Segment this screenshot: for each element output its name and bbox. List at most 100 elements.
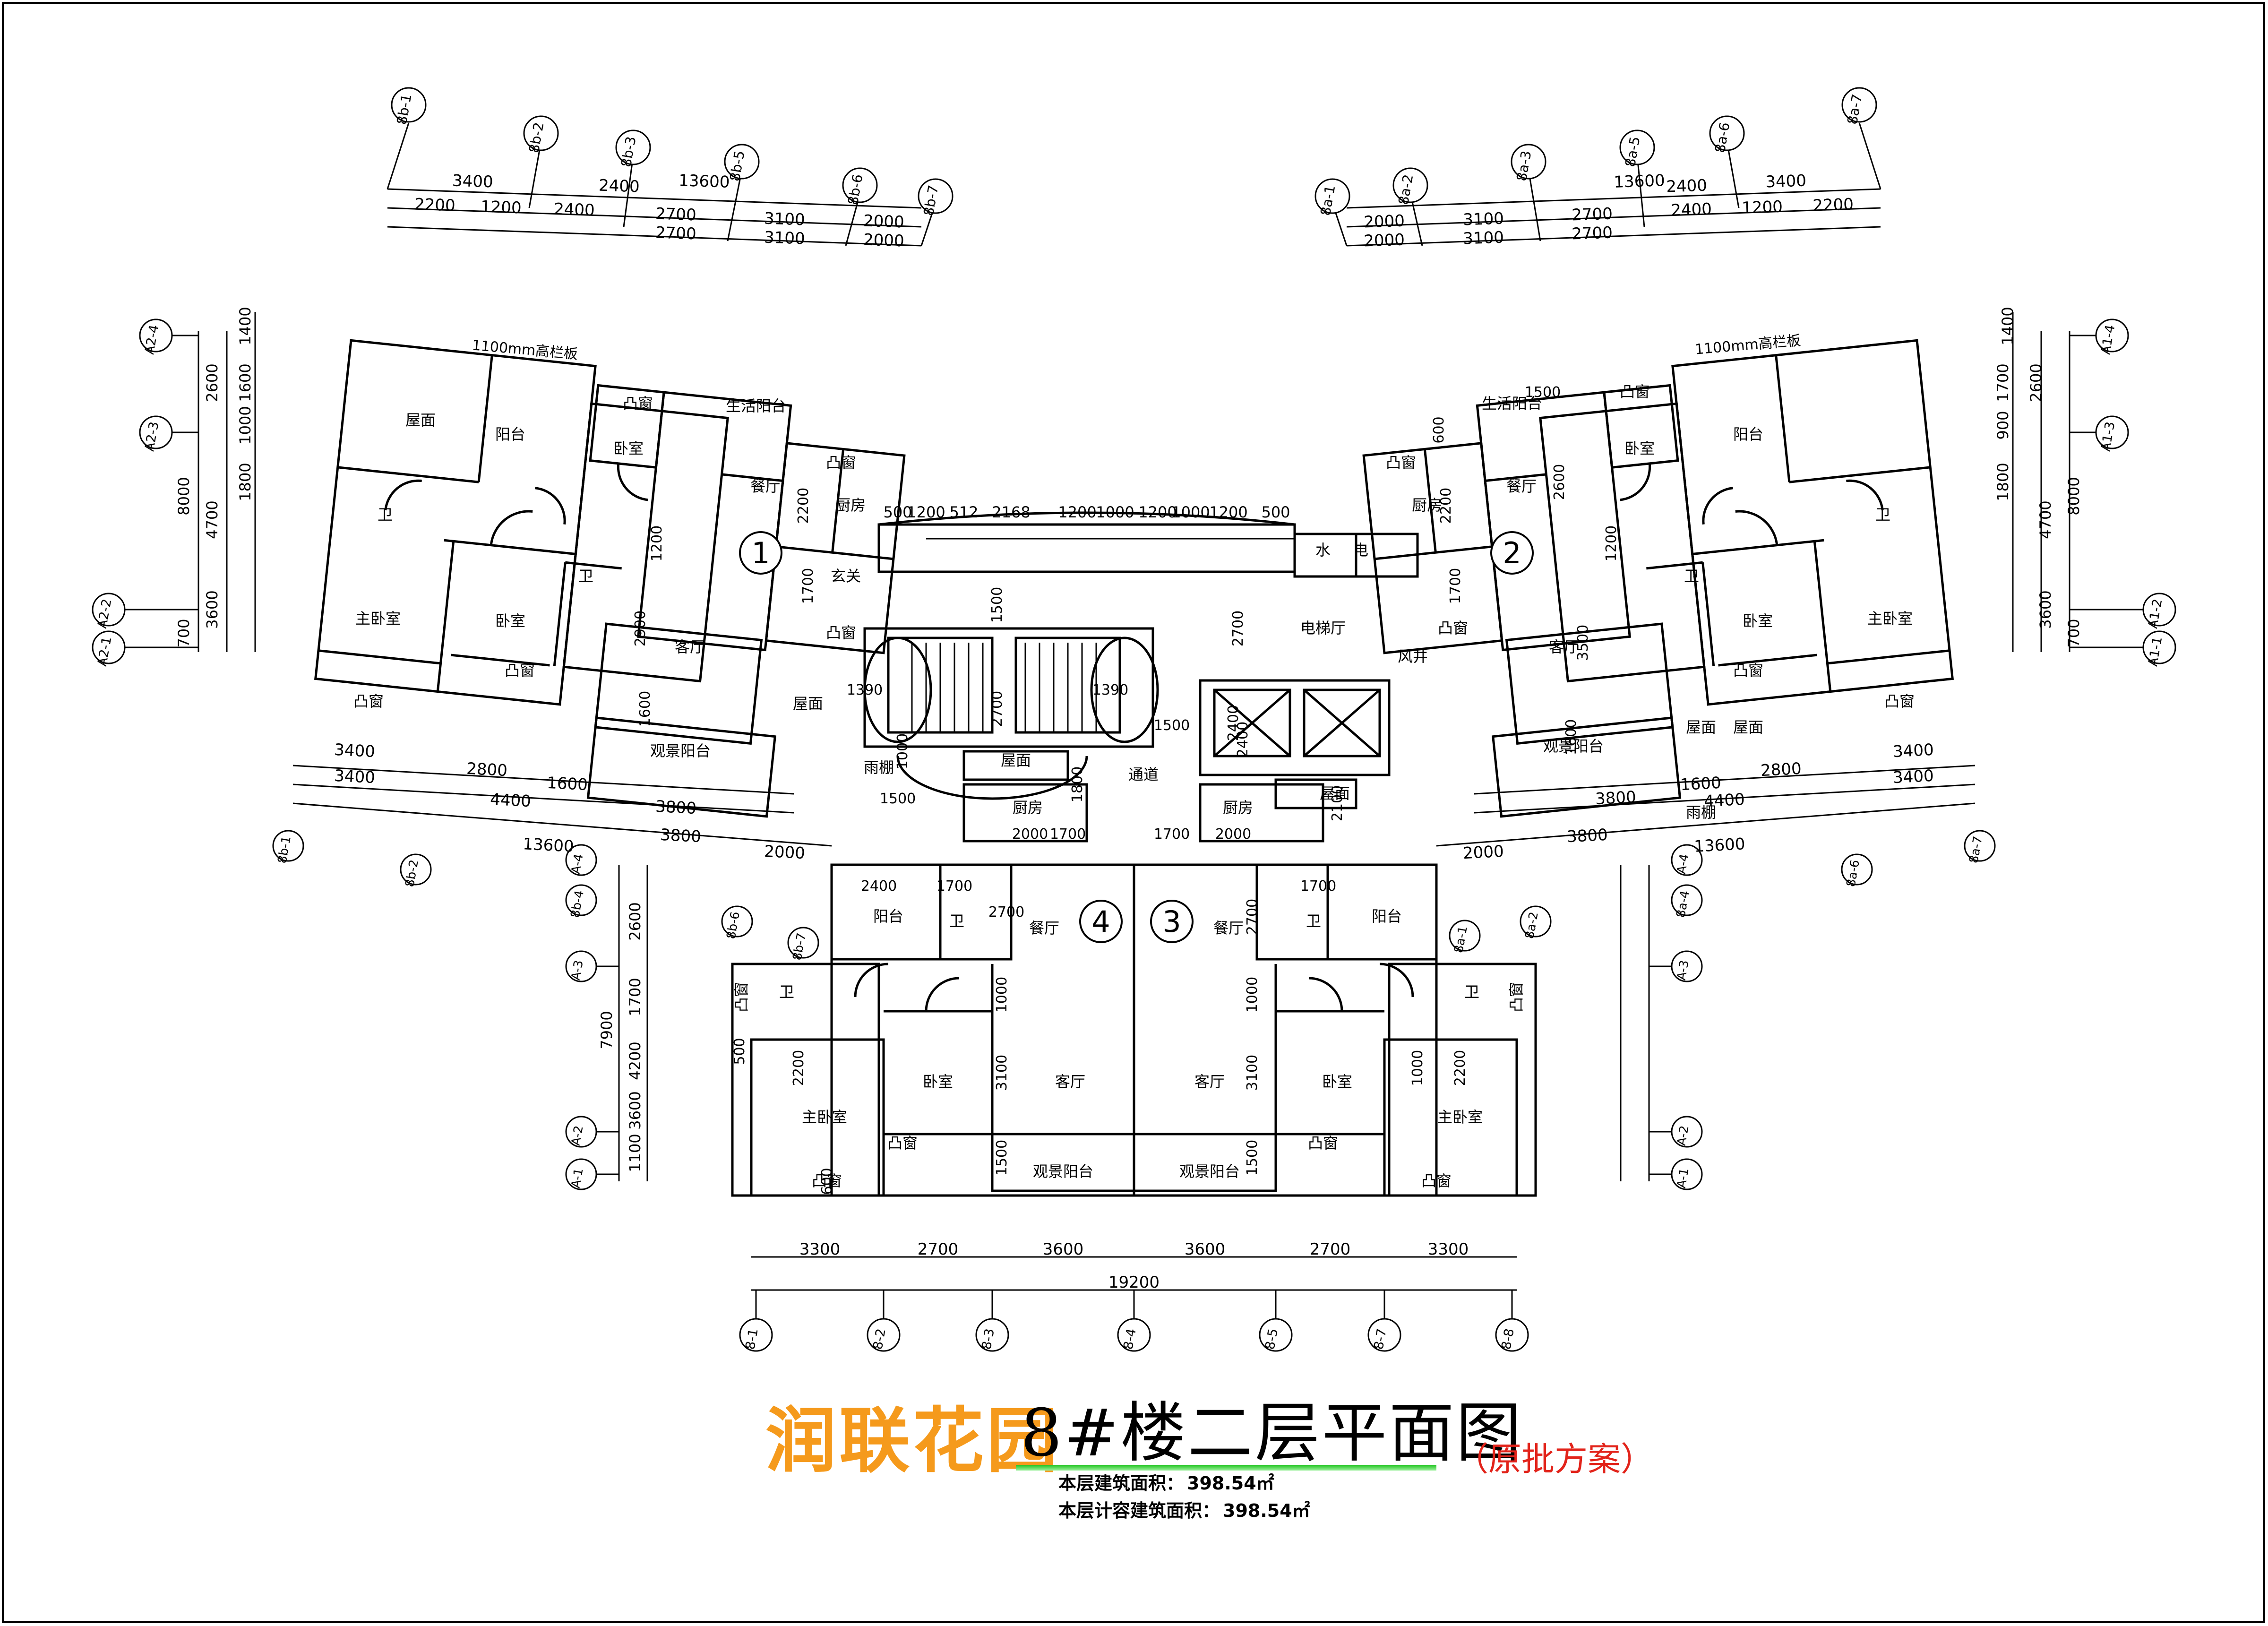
dimension-label: 2400 [1666,176,1708,197]
room-label: 屋面 [1001,751,1031,769]
room-label: 凸窗 [812,1172,842,1190]
dimension-label: 3800 [660,826,702,846]
project-name: 润联花园 [765,1400,1061,1482]
axis-bubble [739,1318,773,1352]
axis-bubble [867,1318,901,1352]
dimension-label: 2700 [988,904,1024,921]
dimension-label: 500 [1261,503,1290,521]
axis-bubble [1392,167,1428,203]
room-label: 主卧室 [1867,610,1913,628]
dimension-label: 3100 [994,1055,1010,1091]
axis-bubble [272,830,304,862]
dimension-label: 4200 [626,1041,644,1080]
dimension-label: 2200 [1813,195,1854,215]
room-label: 水 [1315,541,1331,559]
room-label: 主卧室 [1437,1108,1483,1126]
dimension-label: 2000 [764,842,806,863]
room-label: 客厅 [1194,1073,1225,1091]
dimension-label: 3800 [1595,788,1637,809]
room-label: 卧室 [1322,1073,1352,1091]
dimension-label: 1200 [1603,525,1620,561]
dimension-label: 1000 [1171,503,1210,521]
room-label: 卫 [1464,983,1479,1001]
dimension-label: 2700 [1244,899,1261,935]
axis-label: 8-1 [743,1327,761,1351]
axis-bubble [1367,1318,1401,1352]
axis-bubble [2095,318,2129,353]
axis-bubble [615,129,651,165]
room-label: 凸窗 [1733,662,1763,680]
room-label: 凸窗 [887,1134,918,1152]
room-label: 阳台 [1372,907,1402,925]
dimension-label: 1600 [546,774,588,794]
room-label: 凸窗 [732,982,750,1012]
axis-label: 8-3 [979,1327,997,1351]
far-area-value: 398.54㎡ [1223,1500,1310,1521]
dimension-label: 2168 [992,503,1030,521]
axis-bubble [724,144,760,180]
room-label: 凸窗 [505,662,535,680]
dimension-label: 1390 [847,682,883,698]
axis-bubble [1449,920,1481,952]
dimension-label: 2200 [790,1050,807,1086]
dimension-label: 2400 [1235,722,1251,757]
dimension-label: 1200 [1209,503,1247,521]
drawing-title: 8#楼二层平面图 [1021,1395,1523,1471]
dimension-label: 3400 [1892,766,1934,787]
room-label: 卫 [779,983,794,1001]
axis-bubble [1619,129,1655,165]
dimension-label: 3300 [1428,1240,1469,1259]
axis-bubble [1671,1158,1703,1190]
room-label: 阳台 [873,907,903,925]
room-label: 屋面 [405,411,436,429]
axis-label: 8-5 [1263,1327,1281,1351]
room-label: 生活阳台 [1482,395,1542,413]
room-label: 观景阳台 [1033,1162,1093,1180]
dimension-label: 600 [1431,416,1447,443]
axis-bubble [1117,1318,1151,1352]
axis-bubble [565,950,597,982]
dimension-label: 2100 [1329,785,1346,821]
room-label: 餐厅 [1506,477,1537,495]
dimension-label: 2700 [1572,224,1613,244]
axis-label: 8-2 [871,1327,889,1351]
dimension-label: 7900 [598,1011,616,1049]
axis-bubble [139,318,173,353]
room-label: 卫 [949,912,964,930]
dimension-label: 3400 [1892,740,1934,761]
dimension-label: 2400 [1225,705,1242,741]
dimension-label: 13600 [1693,835,1745,856]
far-area-label: 本层计容建筑面积： [1058,1500,1220,1521]
dimension-lines [198,188,2070,1291]
dimension-label: 1500 [989,587,1005,623]
dimension-label: 512 [949,503,978,521]
unit-number-bubble [1490,531,1534,575]
unit-number: 3 [1162,904,1181,939]
room-label: 屋面 [1733,718,1763,736]
dimension-label: 3600 [1043,1240,1084,1259]
unit-number: 4 [1091,904,1110,939]
dimension-label: 2600 [2027,363,2045,402]
dimension-label: 2000 [1462,842,1504,863]
axis-bubble [2142,630,2176,664]
room-label: 厨房 [1412,496,1442,514]
room-label: 观景阳台 [1179,1162,1240,1180]
axis-bubble [92,593,126,627]
dimension-label: 2000 [863,231,904,251]
dimension-label: 1600 [1680,774,1722,794]
axis-bubble [1495,1318,1529,1352]
floor-area-value: 398.54㎡ [1187,1473,1274,1494]
room-label: 卧室 [495,612,525,630]
room-label: 屋面 [1686,718,1716,736]
dimension-label: 4400 [490,790,532,811]
dimension-label: 2000 [863,212,904,232]
title-block: 润联花园 8#楼二层平面图 （原批方案） 本层建筑面积：398.54㎡ 本层计容… [765,1380,1663,1531]
room-label: 客厅 [1549,638,1579,656]
dimension-label: 3300 [799,1240,841,1259]
dimension-label: 2700 [655,205,696,225]
floor-area-label: 本层建筑面积： [1058,1473,1185,1494]
axis-label: A-4 [569,853,586,875]
axis-label: 8-7 [1372,1327,1390,1351]
